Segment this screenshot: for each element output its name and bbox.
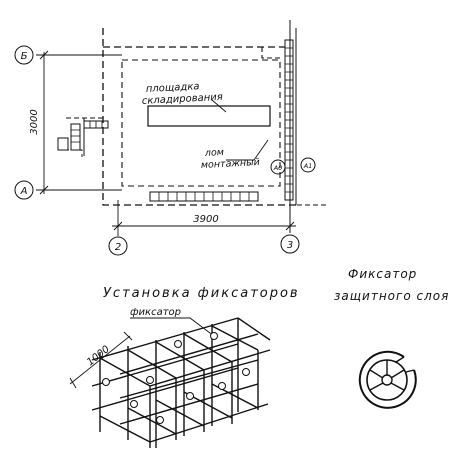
storage-label-line2: складирования (142, 92, 223, 107)
left-hoist-detail (57, 117, 109, 157)
axis-a1-label: А1 (303, 162, 313, 170)
bottom-wall-blocks (149, 191, 259, 202)
fixer-detail: Фиксатор защитного слоя (334, 267, 449, 409)
axis-3-label: 3 (287, 240, 293, 251)
axis-a0-bubble (270, 159, 286, 175)
axis-a0-label: А0 (273, 164, 283, 172)
plan-top-step (261, 47, 280, 59)
fixer-installation: Установка фиксаторов фиксатор 1000 (69, 286, 300, 448)
scrap-label-line2: монтажный (201, 157, 260, 171)
fixers-title: Установка фиксаторов (103, 286, 300, 301)
axis-a1-bubble (300, 157, 316, 173)
axis-2-bubble (108, 236, 128, 256)
site-plan: площадка складирования лом монтажный Б А (14, 20, 326, 256)
axis-3-bubble (280, 234, 300, 254)
axis-b-label: Б (21, 51, 28, 62)
cage-fixers (102, 332, 250, 424)
storage-label-line1: площадка (146, 81, 200, 95)
right-wall-blocks (284, 39, 294, 201)
axis-b-bubble (14, 45, 34, 65)
dim-horizontal-value: 3900 (193, 214, 218, 225)
scrap-label-line1: лом (204, 147, 225, 159)
detail-title-line1: Фиксатор (348, 267, 417, 281)
plan-outer-boundary (102, 28, 297, 206)
storage-area (147, 105, 271, 127)
detail-title-line2: защитного слоя (334, 289, 449, 303)
fixer-leader (130, 317, 215, 337)
axis-2-label: 2 (115, 242, 121, 253)
dim-vertical-value: 3000 (29, 109, 40, 134)
rebar-cage (91, 317, 271, 448)
fixer-label: фиксатор (130, 307, 181, 318)
storage-leader (211, 99, 227, 113)
axis-a-bubble (14, 180, 34, 200)
fixer-ring (358, 350, 417, 409)
scrap-leader (226, 139, 269, 161)
plan-inner-area (121, 59, 281, 187)
axis-a-label: А (20, 186, 28, 197)
